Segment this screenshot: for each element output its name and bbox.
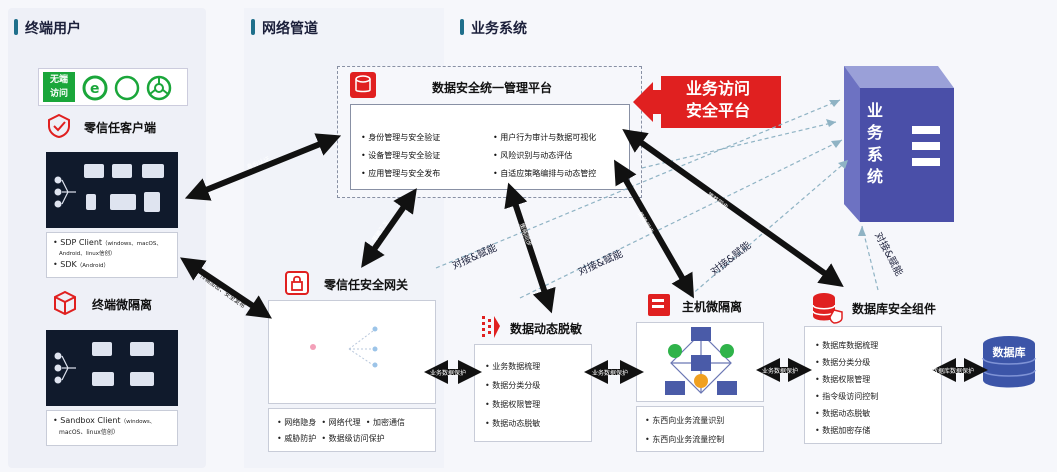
host-isolation-visual <box>636 322 764 402</box>
svg-text:e: e <box>90 81 100 97</box>
data-protect-label-4: 数据库数据保护 <box>932 368 975 375</box>
platform-item: • 自适应策略编排与动态管控 <box>493 169 597 178</box>
platform-item: • 应用管理与安全发布 <box>361 169 441 178</box>
callout-arrow <box>633 76 781 128</box>
monitor-icon <box>112 164 132 178</box>
laptop-icon <box>130 372 154 386</box>
users-tree-icon <box>54 352 76 384</box>
database-label: 数据库 <box>992 346 1026 359</box>
lock-icon <box>285 271 309 295</box>
platform-item: • 身份管理与安全验证 <box>361 133 441 142</box>
phone-icon <box>86 194 96 210</box>
section-bar <box>251 19 255 35</box>
isolation-devices-panel <box>46 330 178 406</box>
browser-access-bar: 无端 访问 e <box>38 68 188 106</box>
monitor-icon <box>130 342 154 356</box>
gateway-features: • 网络隐身 • 网络代理 • 加密通信 • 威胁防护 • 数据级访问保护 <box>268 408 436 452</box>
gateway-title: 零信任安全网关 <box>324 278 409 292</box>
tablet-icon <box>144 192 160 212</box>
platform-item: • 设备管理与安全验证 <box>361 151 441 160</box>
client-title: 零信任客户端 <box>84 121 157 135</box>
apple-desktop-icon <box>84 164 104 178</box>
policy-issue-arrow <box>361 188 417 268</box>
data-protect-label-2: 业务数据保护 <box>592 370 629 377</box>
clientless-badge: 无端 访问 <box>43 72 75 102</box>
transfer-arrow <box>180 257 272 319</box>
policy-sync-arrow-1 <box>504 182 556 314</box>
gateway-network-graphic <box>310 326 378 368</box>
callout-text: 业务访问 安全平台 <box>685 79 750 120</box>
db-security-list: • 数据库数据梳理 • 数据分类分级 • 数据权限管理 • 指令级访问控制 • … <box>804 326 942 444</box>
users-tree-icon <box>54 176 76 208</box>
isolation-devices-illustration <box>54 342 154 386</box>
platform-title: 数据安全统一管理平台 <box>432 81 553 95</box>
laptop-icon <box>110 194 136 210</box>
cube-icon <box>54 290 76 316</box>
host-isolation-title: 主机微隔离 <box>682 300 743 314</box>
client-sdk-list: • SDP Client（windows、macOS、 Android、linu… <box>46 232 178 278</box>
linux-monitor-icon <box>92 372 114 386</box>
sandbox-list: • Sandbox Client（windows、 macOS、linux信创） <box>46 410 178 446</box>
policy-sync-arrow-3 <box>622 129 844 287</box>
platform-item: • 用户行为审计与数据可视化 <box>493 133 597 142</box>
safari-browser-icon <box>114 75 140 101</box>
platform-inner-box: • 身份管理与安全验证 • 设备管理与安全验证 • 应用管理与安全发布 • 用户… <box>350 104 630 190</box>
chrome-browser-icon <box>146 75 172 101</box>
monitor-icon <box>92 342 112 356</box>
data-masking-icon <box>482 316 500 338</box>
business-system-label: 业 务 系 统 <box>866 101 883 186</box>
section-bar <box>460 19 464 35</box>
client-devices-panel <box>46 152 178 228</box>
section-title-end-user: 终端用户 <box>25 21 81 37</box>
database-gear-icon <box>350 72 376 98</box>
windows-desktop-icon <box>142 164 164 178</box>
identity-auth-arrow <box>184 133 342 201</box>
data-protect-label-3: 业务数据保护 <box>762 368 799 375</box>
data-protect-label-1: 业务数据保护 <box>430 370 467 377</box>
section-title-network: 网络管道 <box>262 21 318 37</box>
gateway-visual-box <box>268 300 436 404</box>
host-shield-icon <box>648 294 670 316</box>
masking-list: • 业务数据梳理 • 数据分类分级 • 数据权限管理 • 数据动态脱敏 <box>474 344 592 442</box>
ie-browser-icon: e <box>82 75 108 101</box>
platform-item: • 风险识别与动态评估 <box>493 151 573 160</box>
terminal-isolation-title: 终端微隔离 <box>92 298 153 312</box>
devices-illustration <box>54 164 164 212</box>
browser-icons: e <box>82 75 172 101</box>
host-isolation-list: • 东西向业务流量识别 • 东西向业务流量控制 <box>636 406 764 452</box>
section-bar <box>14 19 18 35</box>
database-shield-icon <box>812 293 843 324</box>
shield-check-icon <box>48 113 70 139</box>
masking-title: 数据动态脱敏 <box>510 322 583 336</box>
database-icon <box>982 336 1036 388</box>
server-tower-icon <box>844 66 954 222</box>
host-isolation-graphic <box>665 327 737 395</box>
section-title-business: 业务系统 <box>471 21 527 37</box>
db-security-title: 数据库安全组件 <box>852 302 937 316</box>
